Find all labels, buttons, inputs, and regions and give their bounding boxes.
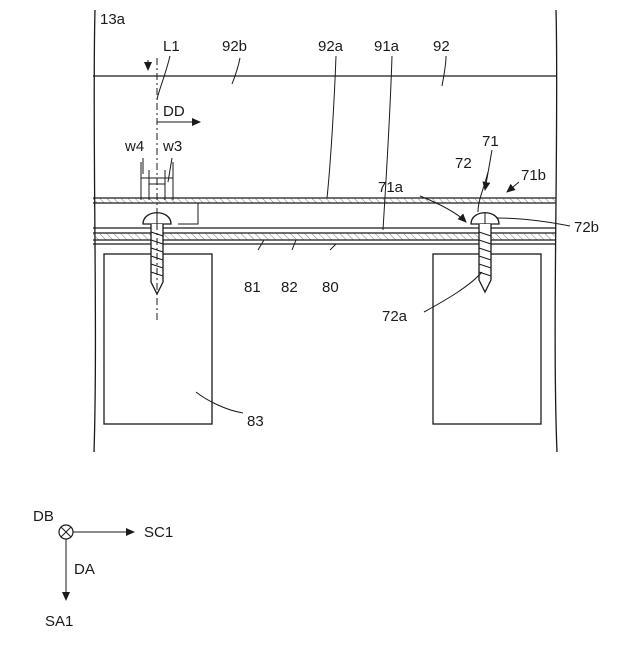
label-71b: 71b bbox=[521, 167, 546, 184]
label-DD: DD bbox=[163, 103, 185, 120]
label-71: 71 bbox=[482, 133, 499, 150]
label-SA1: SA1 bbox=[45, 613, 73, 630]
label-L1: L1 bbox=[163, 38, 180, 55]
label-82: 82 bbox=[281, 279, 298, 296]
film-71 bbox=[93, 198, 556, 203]
label-w4: w4 bbox=[124, 138, 144, 155]
label-83: 83 bbox=[247, 413, 264, 430]
label-91a: 91a bbox=[374, 38, 400, 55]
label-w3: w3 bbox=[162, 138, 182, 155]
label-92a: 92a bbox=[318, 38, 344, 55]
label-92: 92 bbox=[433, 38, 450, 55]
direction-legend: DB SC1 DA SA1 bbox=[33, 508, 173, 630]
label-92b: 92b bbox=[222, 38, 247, 55]
label-DB: DB bbox=[33, 508, 54, 525]
label-72a: 72a bbox=[382, 308, 408, 325]
bracket bbox=[178, 203, 198, 224]
label-13a: 13a bbox=[100, 11, 126, 28]
label-81: 81 bbox=[244, 279, 261, 296]
label-71a: 71a bbox=[378, 179, 404, 196]
label-72b: 72b bbox=[574, 219, 599, 236]
screw-72 bbox=[471, 212, 499, 292]
label-72: 72 bbox=[455, 155, 472, 172]
label-80: 80 bbox=[322, 279, 339, 296]
label-SC1: SC1 bbox=[144, 524, 173, 541]
label-DA: DA bbox=[74, 561, 95, 578]
